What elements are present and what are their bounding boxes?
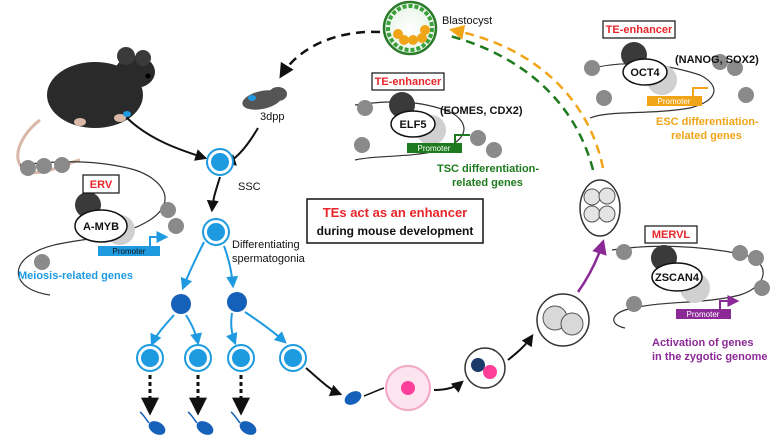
spermatocyte-cell	[227, 292, 247, 312]
tsc-genes-line1: TSC differentiation-	[437, 163, 539, 175]
dpp-label: 3dpp	[260, 111, 284, 123]
two-cell-embryo	[536, 293, 590, 347]
tsc-factor-label: ELF5	[400, 119, 427, 131]
blastocyst-icon	[382, 0, 438, 56]
tsc-partners-label: (EOMES, CDX2)	[440, 105, 523, 117]
sperm-cell	[230, 411, 257, 435]
mervl-factor-label: ZSCAN4	[655, 272, 700, 284]
center-title-box: TEs act as an enhancer during mouse deve…	[306, 198, 484, 244]
esc-partners-label: (NANOG, SOX2)	[675, 54, 759, 66]
esc-genes-line2: related genes	[671, 130, 742, 142]
spermatid-cell	[136, 344, 164, 372]
erv-factor-label: A-MYB	[83, 221, 119, 233]
esc-promoter-label: Promoter	[658, 97, 691, 106]
pup-mouse-icon	[242, 87, 287, 110]
blastocyst-label: Blastocyst	[442, 15, 492, 27]
mervl-tag-label: MERVL	[652, 229, 691, 241]
esc-factor-label: OCT4	[630, 67, 660, 79]
spermatid-cell	[279, 344, 307, 372]
sperm-cell	[344, 391, 362, 405]
mervl-panel: ZSCAN4 MERVL Promoter Activation of gene…	[611, 225, 770, 363]
esc-genes-line1: ESC differentiation-	[656, 116, 759, 128]
ssc-cell	[206, 148, 234, 176]
differentiating-label-line1: Differentiating	[232, 239, 300, 251]
center-title-line1: TEs act as an enhancer	[323, 205, 468, 220]
esc-tag-label: TE-enhancer	[606, 24, 673, 36]
adult-mouse-icon	[16, 47, 155, 175]
spermatocyte-cell	[171, 294, 191, 314]
mervl-genes-line2: in the zygotic genome	[652, 351, 768, 363]
sperm-cell	[139, 411, 166, 435]
mervl-promoter-label: Promoter	[687, 310, 720, 319]
eight-cell-embryo	[579, 179, 621, 237]
mervl-genes-line1: Activation of genes	[652, 337, 753, 349]
erv-tag-label: ERV	[90, 179, 113, 191]
erv-promoter-label: Promoter	[113, 247, 146, 256]
esc-panel: OCT4 TE-enhancer (NANOG, SOX2) Promoter …	[584, 20, 759, 142]
oocyte-cell	[385, 365, 431, 411]
tsc-genes-line2: related genes	[452, 177, 523, 189]
ssc-label: SSC	[238, 181, 261, 193]
erv-genes-label: Meiosis-related genes	[18, 270, 133, 282]
erv-panel: A-MYB ERV Promoter Meiosis-related genes	[17, 157, 184, 296]
spermatid-cell	[184, 344, 212, 372]
tsc-promoter-label: Promoter	[418, 144, 451, 153]
zygote-cell	[464, 347, 506, 389]
differentiating-spermatogonia-cell	[202, 218, 230, 246]
spermatid-cell	[227, 344, 255, 372]
tsc-tag-label: TE-enhancer	[375, 76, 442, 88]
sperm-cell	[187, 411, 214, 435]
tsc-panel: ELF5 TE-enhancer (EOMES, CDX2) Promoter …	[354, 72, 539, 189]
differentiating-label-line2: spermatogonia	[232, 253, 306, 265]
center-title-line2: during mouse development	[317, 224, 474, 238]
